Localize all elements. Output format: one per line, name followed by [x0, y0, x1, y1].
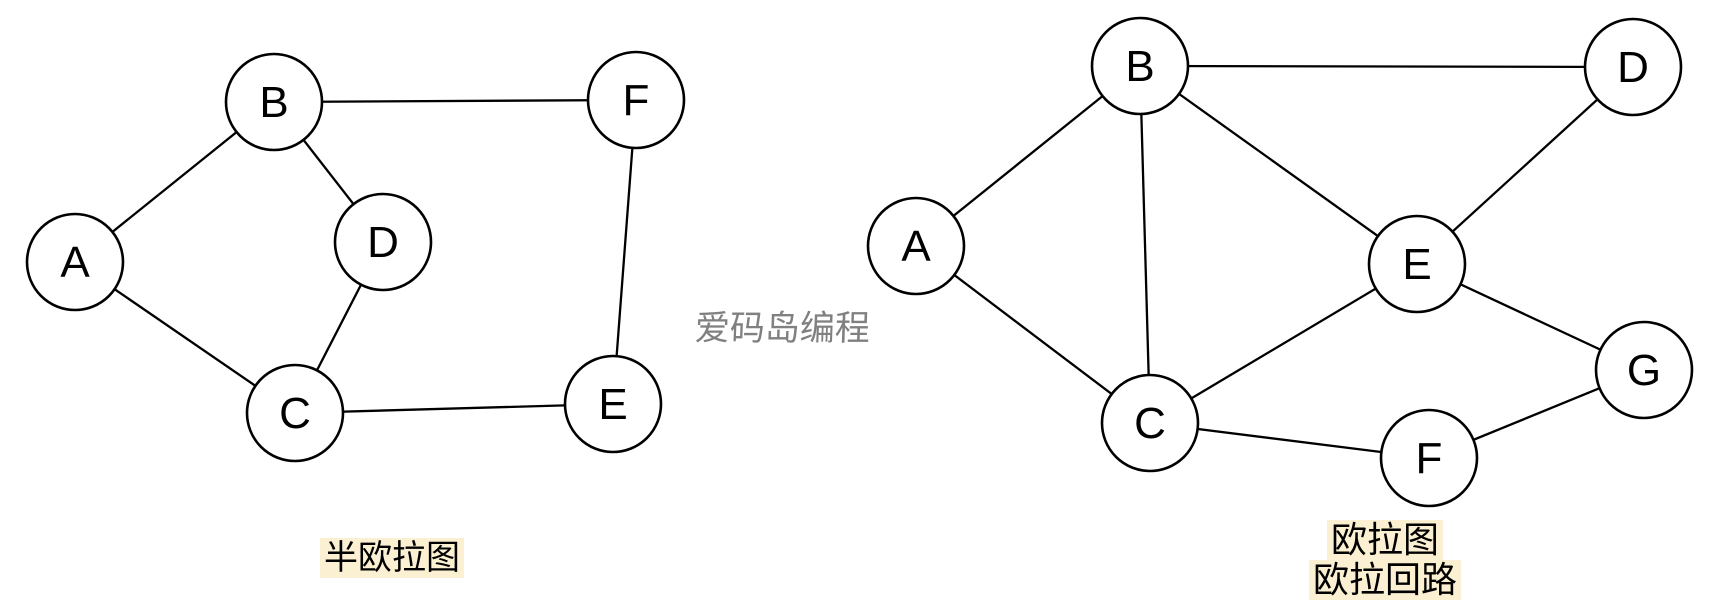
edge-B-D	[1139, 64, 1634, 69]
node-D-label: D	[367, 218, 399, 267]
edge-B-E	[1139, 65, 1418, 265]
node-F-label: F	[623, 76, 650, 125]
edge-B-C	[1138, 65, 1152, 424]
edge-B-F	[273, 98, 637, 104]
node-E-label: E	[1402, 240, 1431, 289]
node-F-label: F	[1416, 434, 1443, 483]
node-E-circle	[563, 354, 663, 454]
node-A-label: A	[901, 222, 931, 271]
node-D-label: D	[1617, 43, 1649, 92]
node-G-label: G	[1627, 346, 1661, 395]
node-G-circle	[1594, 320, 1694, 420]
left-graph-caption: 半欧拉图	[320, 538, 464, 578]
node-D-circle	[1583, 17, 1683, 117]
right-caption-line-1: 欧拉图	[1326, 520, 1443, 560]
node-C-circle	[1100, 373, 1200, 473]
euler-graph: A B D E G C F	[866, 16, 1694, 508]
left-caption-line: 半欧拉图	[320, 538, 464, 578]
node-A-circle	[866, 196, 966, 296]
semi-euler-graph: A B D F C E	[25, 50, 686, 463]
node-D-circle	[333, 192, 433, 292]
right-graph-caption: 欧拉图 欧拉回路	[1285, 520, 1485, 600]
node-C-label: C	[1134, 399, 1166, 448]
node-C-label: C	[279, 389, 311, 438]
node-E-circle	[1367, 214, 1467, 314]
edge-E-F	[611, 99, 638, 405]
node-F-circle	[1379, 408, 1479, 508]
node-B-circle	[1090, 16, 1190, 116]
node-B-circle	[224, 52, 324, 152]
node-F-circle	[586, 50, 686, 150]
watermark-text: 爱码岛编程	[694, 309, 871, 348]
node-B-label: B	[259, 78, 288, 127]
node-A-label: A	[60, 238, 90, 287]
node-A-circle	[25, 212, 125, 312]
node-E-label: E	[598, 380, 627, 429]
right-caption-line-2: 欧拉回路	[1308, 560, 1461, 600]
node-C-circle	[245, 363, 345, 463]
edge-C-E	[1149, 263, 1418, 424]
node-B-label: B	[1125, 42, 1154, 91]
edge-C-E	[294, 402, 614, 415]
